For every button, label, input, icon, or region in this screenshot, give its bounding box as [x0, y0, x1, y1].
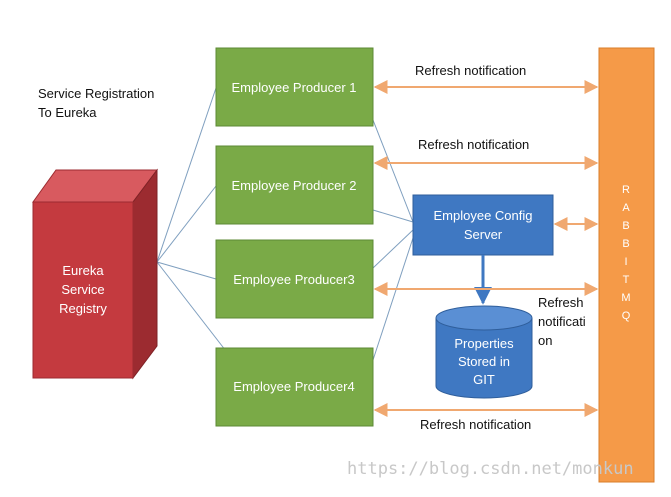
refresh-label-side-line-3: on — [538, 333, 552, 348]
refresh-label-top: Refresh notification — [415, 63, 526, 78]
rabbitmq-letter-5: I — [624, 256, 627, 268]
producer-4-box — [215, 347, 374, 427]
employee-config-server: Employee Config Server — [412, 194, 554, 256]
config-server-box — [412, 194, 554, 256]
config-connectors — [372, 119, 414, 361]
employee-producer-3: Employee Producer3 — [215, 239, 374, 319]
rabbitmq-letter-6: T — [623, 274, 630, 286]
git-label-line-1: Properties — [454, 336, 514, 351]
producer-1-label: Employee Producer 1 — [231, 80, 356, 95]
registration-label-line-2: To Eureka — [38, 105, 97, 120]
registration-label-line-1: Service Registration — [38, 86, 154, 101]
git-cylinder-body — [435, 318, 533, 399]
eureka-label-line-1: Eureka — [62, 263, 104, 278]
eureka-box-side — [132, 168, 158, 380]
refresh-label-second: Refresh notification — [418, 137, 529, 152]
git-label-line-2: Stored in — [458, 354, 510, 369]
producer-1-box — [215, 47, 374, 127]
refresh-label-side-line-1: Refresh — [538, 295, 584, 310]
connector-config-1 — [372, 119, 414, 223]
git-properties-store: Properties Stored in GIT — [435, 305, 533, 399]
refresh-arrows — [373, 80, 599, 417]
employee-producer-2: Employee Producer 2 — [215, 145, 374, 225]
config-server-label-line-2: Server — [464, 227, 503, 242]
eureka-label-line-3: Registry — [59, 301, 107, 316]
connector-config-3 — [372, 229, 414, 269]
git-cylinder-top — [435, 305, 533, 331]
rabbitmq-letter-2: A — [622, 202, 630, 214]
producer-2-box — [215, 145, 374, 225]
eureka-service-registry: Eureka Service Registry — [32, 168, 158, 380]
rabbitmq-letter-7: M — [621, 292, 630, 304]
eureka-label-line-2: Service — [61, 282, 104, 297]
producer-4-label: Employee Producer4 — [233, 379, 354, 394]
refresh-label-side-line-2: notificati — [538, 314, 586, 329]
employee-producer-1: Employee Producer 1 — [215, 47, 374, 127]
rabbitmq-letter-8: Q — [622, 310, 631, 322]
employee-producer-4: Employee Producer4 — [215, 347, 374, 427]
producer-3-box — [215, 239, 374, 319]
connector-config-2 — [372, 209, 414, 223]
connector-config-4 — [372, 237, 414, 361]
registration-label: Service Registration To Eureka — [38, 86, 154, 120]
refresh-label-side: Refresh notificati on — [538, 295, 586, 348]
rabbitmq-letter-4: B — [622, 238, 629, 250]
refresh-label-bottom: Refresh notification — [420, 417, 531, 432]
rabbitmq-letter-1: R — [622, 184, 630, 196]
git-label-line-3: GIT — [473, 372, 495, 387]
rabbitmq-bus: R A B B I T M Q — [598, 47, 655, 483]
rabbitmq-bar — [598, 47, 655, 483]
rabbitmq-letter-3: B — [622, 220, 629, 232]
connector-producer-3 — [156, 261, 217, 280]
watermark-text: https://blog.csdn.net/monkun — [347, 459, 634, 479]
connector-producer-2 — [156, 185, 217, 263]
producer-2-label: Employee Producer 2 — [231, 178, 356, 193]
config-server-label-line-1: Employee Config — [434, 208, 533, 223]
eureka-box-front — [32, 201, 134, 379]
eureka-connectors — [156, 87, 251, 383]
connector-producer-1 — [156, 87, 217, 263]
producer-3-label: Employee Producer3 — [233, 272, 354, 287]
